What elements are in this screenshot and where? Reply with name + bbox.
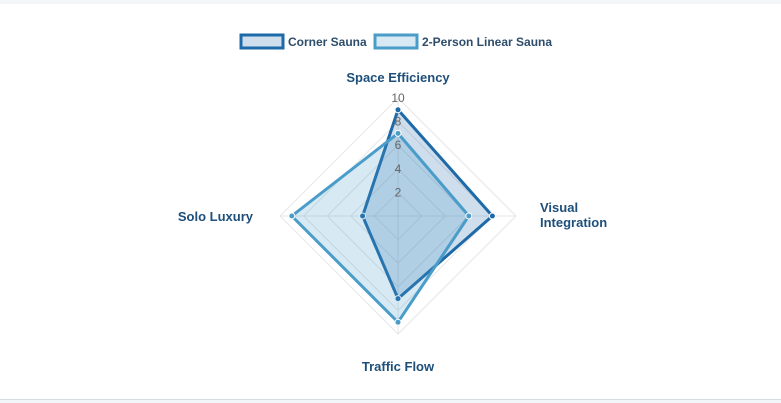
tick-label: 2 bbox=[395, 185, 402, 199]
tick-label: 8 bbox=[395, 115, 402, 129]
legend-item[interactable]: 2-Person Linear Sauna bbox=[373, 33, 552, 50]
data-point[interactable] bbox=[394, 129, 402, 137]
tick-label: 6 bbox=[395, 138, 402, 152]
axis-label: Traffic Flow bbox=[362, 359, 435, 374]
legend-label: Corner Sauna bbox=[288, 35, 367, 49]
axis-label: Space Efficiency bbox=[346, 70, 450, 85]
data-point[interactable] bbox=[359, 212, 367, 220]
data-point[interactable] bbox=[394, 318, 402, 326]
series-1 bbox=[288, 129, 473, 326]
data-point[interactable] bbox=[288, 212, 296, 220]
data-point[interactable] bbox=[488, 212, 496, 220]
legend-swatch bbox=[239, 33, 285, 50]
bottom-divider bbox=[0, 399, 781, 403]
series-0 bbox=[359, 106, 496, 303]
axis-label: Solo Luxury bbox=[178, 209, 254, 224]
legend: Corner Sauna 2-Person Linear Sauna bbox=[239, 33, 552, 50]
legend-label: 2-Person Linear Sauna bbox=[422, 35, 552, 49]
tick-label: 10 bbox=[391, 91, 405, 105]
top-divider bbox=[0, 0, 781, 4]
data-point[interactable] bbox=[465, 212, 473, 220]
data-point[interactable] bbox=[394, 295, 402, 303]
legend-swatch bbox=[373, 33, 419, 50]
legend-item[interactable]: Corner Sauna bbox=[239, 33, 367, 50]
tick-label: 4 bbox=[395, 162, 402, 176]
data-point[interactable] bbox=[394, 106, 402, 114]
